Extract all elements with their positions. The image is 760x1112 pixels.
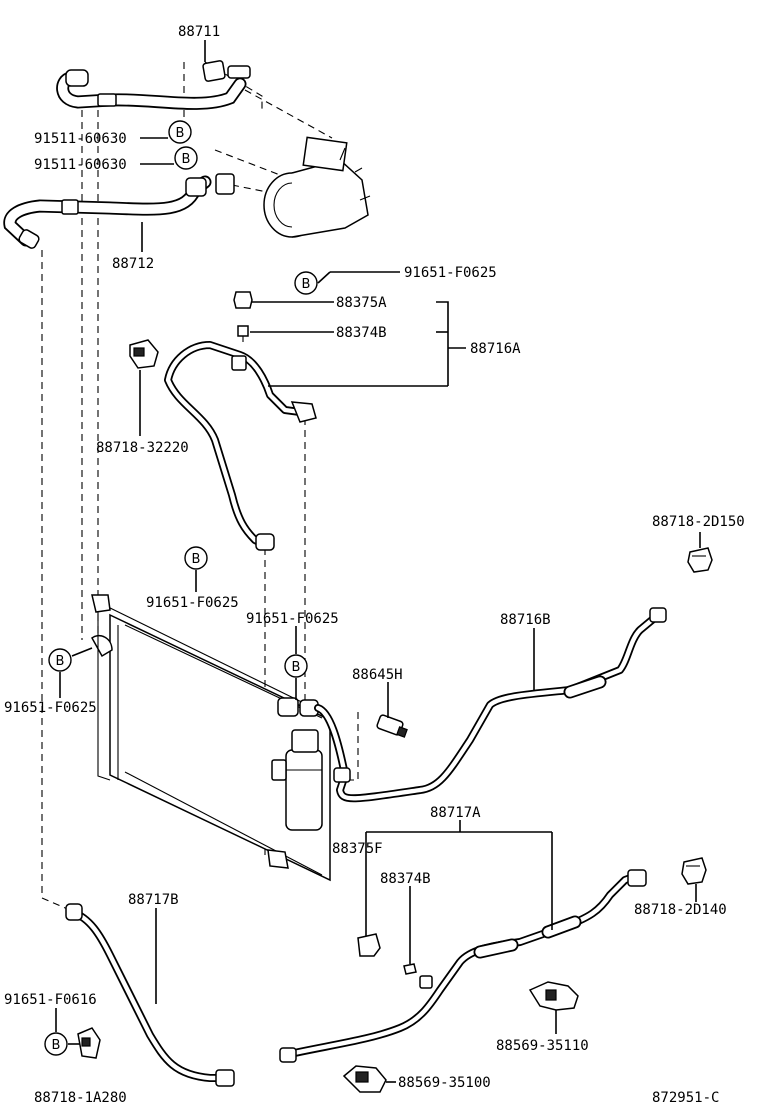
symbol-b-text: B [192, 552, 201, 567]
label-88718-32220: 88718-32220 [96, 440, 189, 456]
label-88718-1A280: 88718-1A280 [34, 1090, 127, 1106]
label-91511-60630-b: 91511-60630 [34, 157, 127, 173]
symbol-b-text: B [56, 654, 65, 669]
label-88712: 88712 [112, 256, 154, 272]
symbol-b-3 [294, 271, 318, 295]
symbol-b-text: B [292, 660, 301, 675]
label-88374B-top: 88374B [336, 325, 387, 341]
receiver-drier [271, 697, 323, 831]
small-parts [77, 291, 713, 1093]
pipe-88717A [279, 869, 647, 1063]
condenser-core [91, 594, 331, 882]
symbol-b-markers: B B B B B B B [44, 120, 318, 1056]
label-88569-35100: 88569-35100 [398, 1075, 491, 1091]
compressor-unit [263, 136, 371, 238]
label-88716B: 88716B [500, 612, 551, 628]
label-88718-2D140: 88718-2D140 [634, 902, 727, 918]
label-88645H: 88645H [352, 667, 403, 683]
symbol-b-6 [48, 648, 72, 672]
diagram-code: 872951-C [652, 1090, 719, 1106]
symbol-b-2 [174, 146, 198, 170]
label-91651-f0625-top: 91651-F0625 [404, 265, 497, 281]
label-88717B: 88717B [128, 892, 179, 908]
pipe-88716A [164, 341, 317, 551]
label-88374B-bottom: 88374B [380, 871, 431, 887]
leader-lines [55, 40, 701, 1083]
pressure-switch-88645H [376, 714, 408, 738]
label-91651-f0616: 91651-F0616 [4, 992, 97, 1008]
label-88375F: 88375F [332, 841, 383, 857]
symbol-b-text: B [176, 126, 185, 141]
discharge-hose-88711 [56, 60, 251, 110]
symbol-b-text: B [182, 152, 191, 167]
label-91651-f0625-left: 91651-F0625 [4, 700, 97, 716]
label-88717A: 88717A [430, 805, 481, 821]
label-91651-f0625-center: 91651-F0625 [246, 611, 339, 627]
label-88569-35110: 88569-35110 [496, 1038, 589, 1054]
pipe-88717B [65, 903, 235, 1087]
label-88711: 88711 [178, 24, 220, 40]
label-91651-f0625-mid: 91651-F0625 [146, 595, 239, 611]
label-91511-60630-a: 91511-60630 [34, 131, 127, 147]
label-88718-2D150: 88718-2D150 [652, 514, 745, 530]
pipe-88716B [314, 607, 667, 803]
label-88375A: 88375A [336, 295, 387, 311]
symbol-b-5 [284, 654, 308, 678]
symbol-b-text: B [52, 1038, 61, 1053]
label-88716A: 88716A [470, 341, 521, 357]
symbol-b-7 [44, 1032, 68, 1056]
symbol-b-text: B [302, 277, 311, 292]
symbol-b-1 [168, 120, 192, 144]
suction-hose-88712 [3, 173, 235, 249]
part-labels: 88711 91511-60630 91511-60630 88712 9165… [4, 24, 745, 1106]
symbol-b-4 [184, 546, 208, 570]
